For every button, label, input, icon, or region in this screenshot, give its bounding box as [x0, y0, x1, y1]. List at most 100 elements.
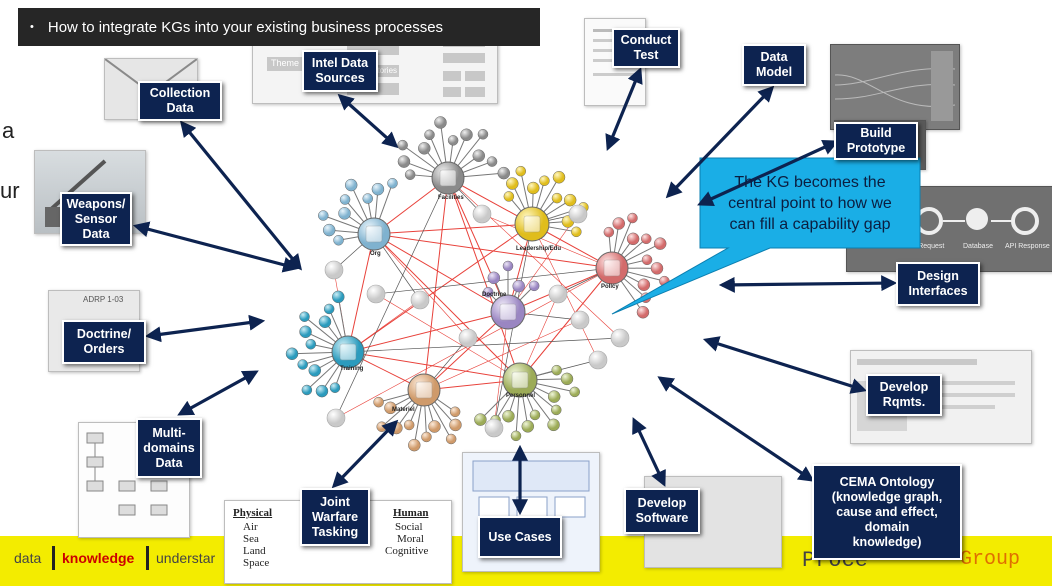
hub-icon-training	[339, 343, 357, 361]
process-arrow	[144, 314, 266, 343]
process-arrow	[702, 336, 868, 394]
edge-fragment-a: a	[2, 118, 15, 143]
hub-label-policy: Policy	[601, 284, 619, 290]
red-link	[373, 223, 533, 235]
satellite-node	[408, 438, 421, 452]
satellite-node	[323, 303, 335, 315]
use-case-mockup	[472, 460, 590, 518]
satellite-node	[502, 260, 514, 272]
satellite-node	[299, 311, 310, 322]
red-link	[447, 177, 521, 381]
satellite-node	[529, 409, 541, 421]
satellite-node	[528, 280, 540, 292]
satellite-node	[384, 401, 397, 415]
collection-data-box: Collection Data	[138, 81, 222, 121]
api-flow-graphic	[915, 207, 1039, 235]
footer-data: data	[14, 550, 42, 566]
satellite-node	[571, 226, 582, 238]
data-model-thumbnail	[830, 44, 960, 130]
satellite-node	[551, 364, 562, 376]
satellite-node	[445, 433, 457, 445]
red-link	[447, 177, 509, 313]
satellite-node	[474, 413, 487, 426]
process-arrow	[132, 221, 300, 273]
hub-label-personnel: Personnel	[506, 393, 536, 399]
pmesii-right-title: Human	[393, 507, 429, 519]
edge-fragment-ur: ur	[0, 178, 20, 203]
graph-hubs	[324, 161, 630, 438]
satellite-node	[503, 191, 515, 202]
weapons-sensor-data-box: Weapons/ Sensor Data	[60, 192, 132, 246]
satellite-node	[315, 384, 329, 398]
build-prototype-box: Build Prototype	[834, 122, 918, 160]
satellite-node	[637, 278, 651, 291]
satellite-node	[510, 430, 522, 442]
satellite-node	[636, 305, 650, 319]
footer-understanding: understar	[156, 550, 216, 566]
process-arrow	[177, 370, 259, 416]
thumb-database: Database	[963, 243, 993, 250]
hub-icon-materiel	[415, 381, 433, 399]
pmesii-moral: Moral	[397, 533, 424, 545]
title-text: How to integrate KGs into your existing …	[47, 18, 444, 36]
pmesii-space: Space	[243, 557, 270, 569]
callout-shape	[611, 157, 921, 315]
satellite-node	[397, 155, 411, 168]
satellite-node	[397, 139, 408, 151]
satellite-node	[460, 128, 473, 142]
satellite-node	[563, 193, 577, 207]
gray-link	[335, 177, 449, 419]
connector-node	[472, 204, 492, 224]
data-model-box: Data Model	[742, 44, 806, 86]
satellite-node	[418, 142, 431, 155]
satellite-node	[338, 207, 351, 220]
satellite-node	[329, 382, 341, 393]
satellite-node	[339, 194, 351, 205]
multi-domains-data-box: Multi- domains Data	[136, 418, 202, 478]
satellite-node	[285, 347, 299, 361]
pmesii-cognitive: Cognitive	[385, 545, 429, 557]
red-link	[375, 293, 521, 381]
satellite-node	[373, 396, 384, 408]
red-link	[519, 267, 613, 381]
hub-icon-doctrine	[499, 303, 517, 321]
satellite-node	[387, 178, 398, 189]
hub-icon-facilities	[439, 169, 457, 187]
satellite-node	[506, 177, 519, 190]
design-interfaces-box: Design Interfaces	[896, 262, 980, 306]
hub-icon-policy	[603, 259, 621, 277]
red-link	[347, 311, 509, 353]
use-cases-box: Use Cases	[478, 516, 562, 558]
satellite-node	[434, 116, 447, 129]
gray-link	[347, 337, 621, 353]
footer-divider	[146, 546, 149, 570]
red-link	[447, 177, 621, 339]
joint-warfare-tasking-box: Joint Warfare Tasking	[300, 488, 370, 546]
satellite-node	[322, 223, 336, 237]
satellite-node	[299, 325, 312, 339]
satellite-node	[332, 290, 345, 304]
connector-node	[568, 204, 588, 224]
process-arrow	[657, 376, 815, 482]
satellite-node	[497, 166, 511, 180]
satellite-node	[421, 431, 432, 443]
satellite-node	[297, 359, 308, 370]
satellite-node	[482, 286, 494, 298]
satellite-node	[527, 181, 540, 195]
thumb-theme: Theme	[271, 58, 300, 68]
satellite-node	[449, 418, 462, 432]
hub-label-materiel: Materiel	[392, 407, 415, 413]
conduct-test-box: Conduct Test	[612, 28, 680, 68]
red-link	[347, 223, 533, 353]
connector-node	[410, 290, 430, 310]
red-link	[373, 233, 509, 313]
pmesii-sea: Sea	[243, 533, 259, 545]
process-arrow	[331, 419, 399, 489]
callout-text: The KG becomes the central point to how …	[728, 173, 892, 233]
thumb-api-request: API Request	[905, 243, 945, 250]
title-bar: • How to integrate KGs into your existin…	[18, 8, 540, 46]
process-arrow	[697, 140, 839, 206]
pmesii-social: Social	[395, 521, 423, 533]
